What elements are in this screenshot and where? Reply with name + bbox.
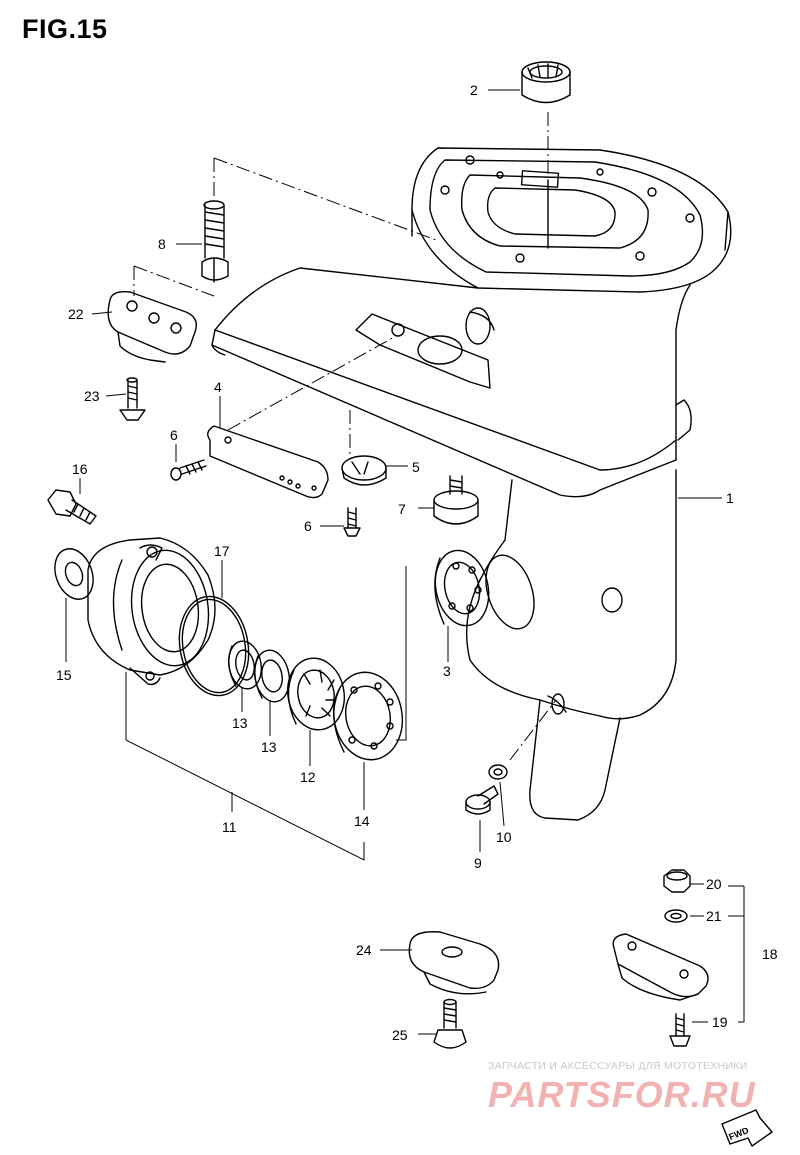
- part-13-oil-seal-a: [228, 640, 262, 690]
- callout-15: 15: [56, 667, 72, 683]
- leader-lines: [65, 89, 722, 1035]
- callout-9: 9: [474, 855, 482, 871]
- part-14-bearing: [332, 671, 404, 761]
- bracket-lines: [125, 566, 745, 1023]
- callout-13a: 13: [232, 715, 248, 731]
- part-21-washer: [664, 909, 688, 923]
- callout-11: 11: [222, 819, 237, 835]
- callout-12: 12: [300, 769, 316, 785]
- callout-25: 25: [392, 1027, 408, 1043]
- callout-17: 17: [214, 543, 230, 559]
- part-12-bearing: [287, 657, 345, 731]
- callout-10: 10: [496, 829, 512, 845]
- figure-title: FIG.15: [22, 14, 108, 44]
- callout-5: 5: [412, 459, 420, 475]
- callout-18: 18: [762, 946, 778, 962]
- fwd-arrow-icon: [721, 1109, 773, 1147]
- callout-20: 20: [706, 876, 722, 892]
- callout-2: 2: [470, 82, 478, 98]
- part-23-screw: [119, 377, 146, 421]
- callout-3: 3: [443, 663, 451, 679]
- part-2-bushing: [521, 61, 571, 104]
- part-6-screw-upper: [170, 459, 207, 481]
- part-18-plate: [612, 933, 709, 1001]
- part-17-o-ring: [178, 595, 250, 697]
- callout-4: 4: [214, 379, 222, 395]
- callout-24: 24: [356, 942, 372, 958]
- callout-16: 16: [72, 461, 88, 477]
- callout-23: 23: [84, 388, 100, 404]
- part-13-oil-seal-b: [253, 649, 291, 703]
- callout-6-lower: 6: [304, 518, 312, 534]
- callout-21: 21: [706, 908, 722, 924]
- callout-7: 7: [398, 501, 406, 517]
- part-4-plate: [207, 425, 329, 499]
- watermark-caption: ЗАПЧАСТИ И АКСЕССУАРЫ ДЛЯ МОТОТЕХНИКИ: [488, 1060, 748, 1072]
- part-25-bolt: [433, 998, 467, 1049]
- callout-8: 8: [158, 236, 166, 252]
- part-7-plug: [433, 475, 479, 525]
- watermark-logo: PARTSFOR.RU: [488, 1074, 756, 1115]
- callout-6-upper: 6: [170, 427, 178, 443]
- part-24-grommet: [408, 931, 500, 995]
- callout-19: 19: [712, 1014, 728, 1030]
- part-8-bolt: [201, 200, 229, 283]
- part-11-shaft-housing: [87, 537, 216, 686]
- part-16-bolt: [47, 489, 97, 525]
- part-20-nut: [663, 869, 691, 893]
- part-19-screw: [669, 1013, 691, 1047]
- callout-13b: 13: [261, 739, 277, 755]
- callout-14: 14: [354, 813, 370, 829]
- part-5-anode: [341, 455, 387, 486]
- callout-1: 1: [726, 490, 734, 506]
- part-9-screw: [465, 785, 499, 815]
- part-3-bearing: [434, 549, 490, 627]
- part-15-washer: [54, 548, 94, 600]
- part-22-grommet: [107, 290, 198, 363]
- part-6-screw-lower: [343, 507, 361, 537]
- callout-22: 22: [68, 306, 84, 322]
- gear-case-housing: [211, 147, 732, 821]
- part-10-washer: [488, 764, 508, 780]
